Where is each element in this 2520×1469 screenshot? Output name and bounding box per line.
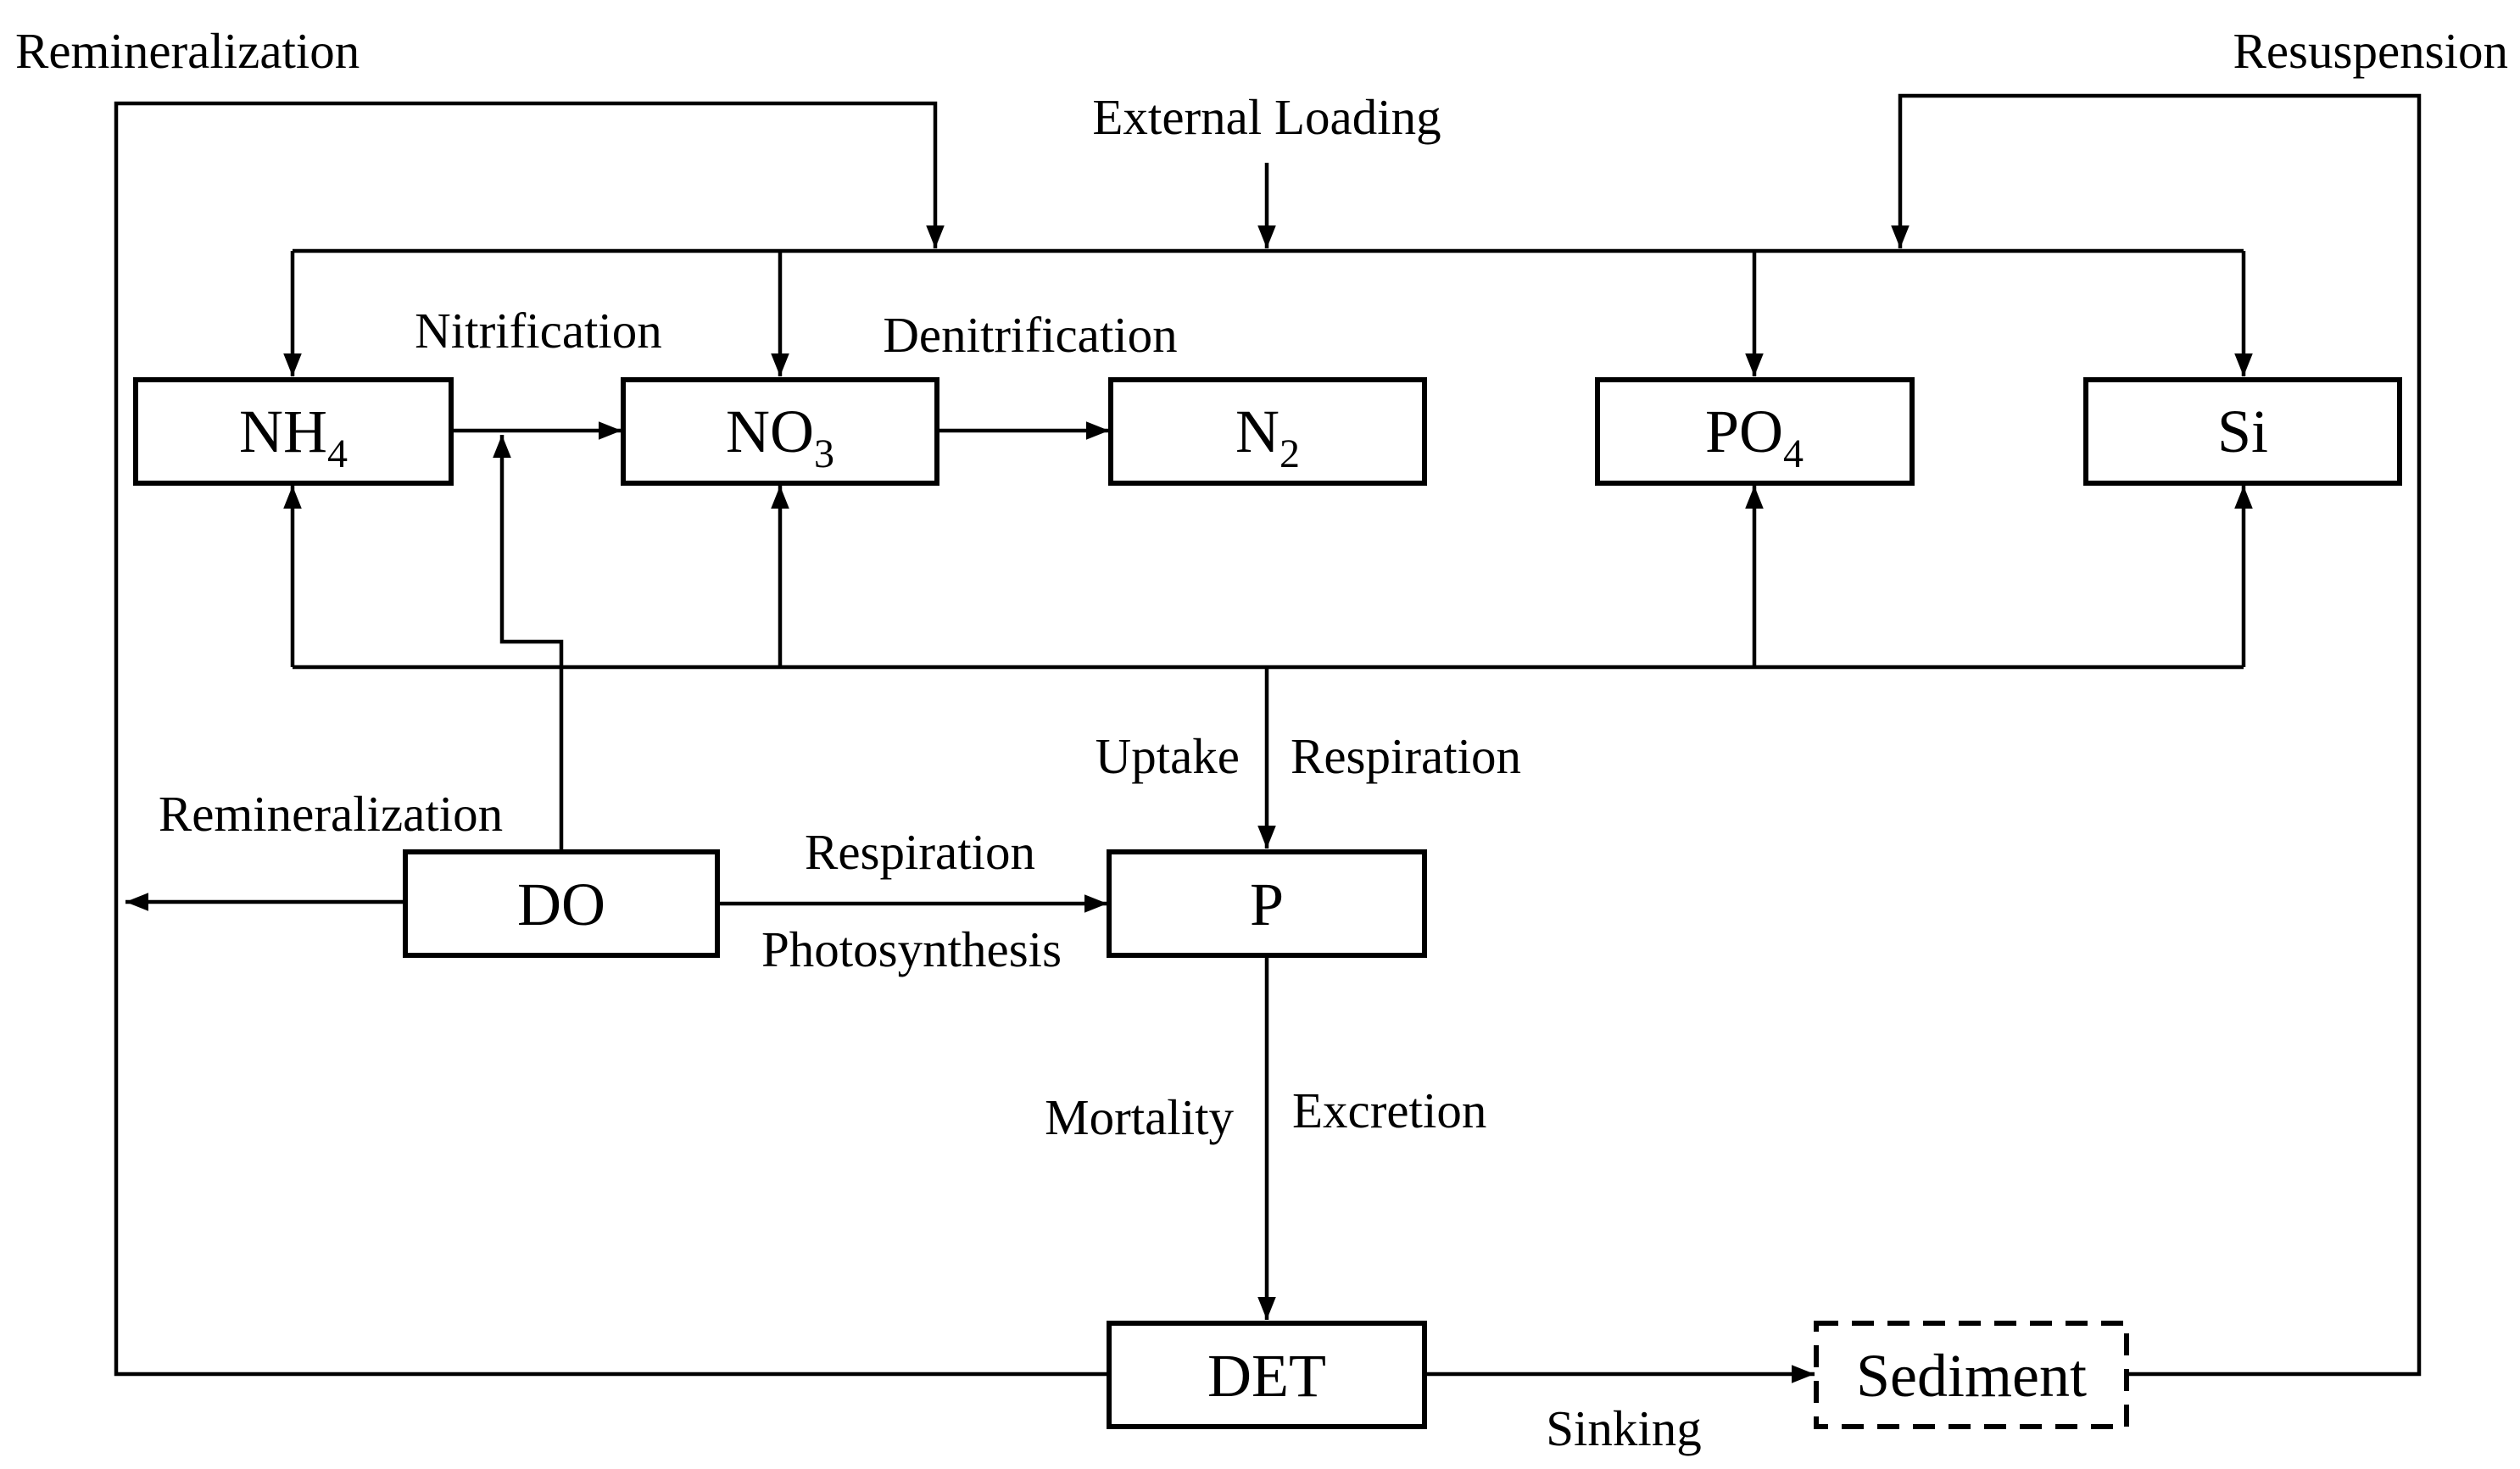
nh4-label: NH: [239, 398, 327, 465]
nh4-node: NH4: [133, 377, 454, 486]
det-node: DET: [1107, 1321, 1427, 1429]
po4-label: PO: [1705, 398, 1783, 465]
no3-label: NO: [726, 398, 814, 465]
nh4-subscript: 4: [327, 431, 348, 476]
respiration-mid-label: Respiration: [805, 824, 1035, 880]
excretion-label: Excretion: [1292, 1082, 1486, 1138]
remineralization-left-label: Remineralization: [159, 786, 503, 842]
svg-text:NH4: NH4: [239, 398, 348, 476]
sediment-label: Sediment: [1856, 1342, 2087, 1410]
n2-node: N2: [1108, 377, 1427, 486]
p-label: P: [1250, 871, 1284, 938]
mortality-label: Mortality: [1045, 1089, 1234, 1145]
svg-text:PO4: PO4: [1705, 398, 1804, 476]
n2-subscript: 2: [1280, 431, 1300, 476]
no3-node: NO3: [621, 377, 939, 486]
remineralization-loop-arrow: [114, 101, 1107, 1377]
resuspension-loop-arrow: [1891, 93, 2422, 1377]
remineralization-top-label: Remineralization: [15, 23, 360, 79]
do-to-nitrification-arrow: [493, 435, 564, 850]
n2-label: N: [1235, 398, 1280, 465]
si-node: Si: [2083, 377, 2402, 486]
sinking-label: Sinking: [1546, 1400, 1702, 1456]
si-label: Si: [2217, 398, 2268, 465]
do-label: DO: [517, 871, 605, 938]
external-loading-label: External Loading: [1092, 89, 1441, 145]
no3-subscript: 3: [814, 431, 834, 476]
p-node: P: [1107, 849, 1427, 958]
det-label: DET: [1207, 1342, 1326, 1410]
svg-text:NO3: NO3: [726, 398, 834, 476]
sediment-node: Sediment: [1814, 1321, 2129, 1429]
po4-node: PO4: [1595, 377, 1915, 486]
connectors: [114, 93, 2422, 1383]
po4-subscript: 4: [1783, 431, 1804, 476]
svg-text:N2: N2: [1235, 398, 1300, 476]
do-node: DO: [403, 849, 720, 958]
respiration-right-label: Respiration: [1291, 728, 1521, 784]
nitrification-label: Nitrification: [415, 303, 662, 359]
denitrification-label: Denitrification: [883, 307, 1177, 363]
photosynthesis-label: Photosynthesis: [761, 921, 1062, 977]
resuspension-label: Resuspension: [2233, 23, 2509, 79]
process-labels: Remineralization Resuspension External L…: [15, 23, 2508, 1456]
uptake-label: Uptake: [1096, 728, 1240, 784]
